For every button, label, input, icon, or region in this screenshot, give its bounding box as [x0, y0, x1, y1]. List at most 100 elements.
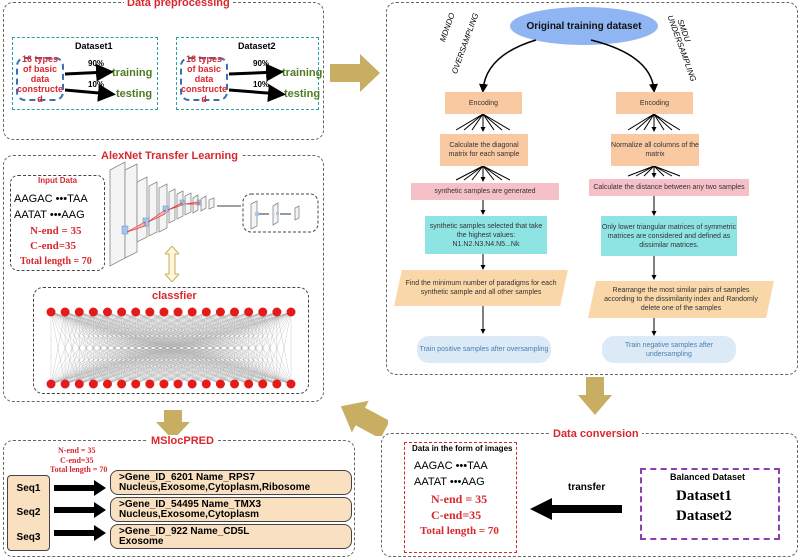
- neuron-node: [187, 307, 197, 317]
- seq-label-box: Seq1 Seq2 Seq3: [7, 475, 50, 551]
- dataset2-name: Dataset2: [238, 41, 276, 51]
- dataset1-testing: testing: [116, 88, 153, 100]
- left-selected-box: synthetic samples selected that take the…: [425, 216, 547, 254]
- transfer-label: transfer: [568, 482, 606, 493]
- original-dataset-label: Original training dataset: [526, 20, 642, 32]
- input-nend: N-end = 35: [30, 225, 82, 237]
- neuron-node: [74, 379, 84, 389]
- classifier-label: classfier: [152, 290, 197, 302]
- neuron-node: [201, 379, 211, 389]
- dataset1-pct-test: 10%: [88, 80, 105, 89]
- balanced-ds1: Dataset1: [676, 488, 732, 504]
- neuron-node: [102, 307, 112, 317]
- left-diag-box: Calculate the diagonal matrix for each s…: [440, 134, 528, 166]
- neuron-node: [60, 379, 70, 389]
- dataset2-training: training: [282, 67, 323, 79]
- balanced-title: Balanced Dataset: [670, 472, 746, 482]
- seq1-gene: >Gene_ID_6201 Name_RPS7: [119, 472, 255, 483]
- dataset1-training: training: [112, 67, 153, 79]
- classifier-network: [46, 307, 296, 389]
- neuron-node: [258, 307, 268, 317]
- seq2-gene: >Gene_ID_54495 Name_TMX3: [119, 499, 262, 510]
- flow-arrow-down-2: [578, 377, 612, 415]
- right-rearrange-box: Rearrange the most similar pairs of samp…: [588, 281, 774, 318]
- images-total: Total length = 70: [420, 525, 499, 537]
- sampling-panel: [386, 2, 798, 375]
- neuron-node: [117, 307, 127, 317]
- neuron-node: [272, 379, 282, 389]
- classifier-box: [33, 287, 309, 394]
- flow-arrow-down-1: [156, 410, 190, 440]
- seq3-locations: Exosome: [119, 536, 164, 547]
- neuron-node: [187, 379, 197, 389]
- seq-arrows: [54, 480, 106, 541]
- neuron-node: [117, 379, 127, 389]
- seq1-label: Seq1: [16, 482, 41, 494]
- transfer-arrow: [530, 498, 622, 520]
- right-distance-box: Calculate the distance between any two s…: [589, 179, 749, 196]
- seq3-gene: >Gene_ID_922 Name_CD5L: [119, 526, 250, 537]
- neuron-node: [46, 307, 56, 317]
- neuron-node: [215, 379, 225, 389]
- msloc-total: Total length = 70: [50, 465, 108, 474]
- dataset2-pct-train: 90%: [253, 59, 270, 68]
- neuron-node: [173, 307, 183, 317]
- neuron-node: [286, 307, 296, 317]
- input-total: Total length = 70: [20, 256, 92, 267]
- images-cend: C-end=35: [431, 508, 482, 522]
- left-paradigm-box: Find the minimum number of paradigms for…: [394, 270, 568, 306]
- msloc-nend: N-end = 35: [58, 446, 96, 455]
- bidirectional-arrow: [165, 246, 179, 282]
- neuron-node: [88, 379, 98, 389]
- sampling-curves: [455, 39, 681, 336]
- neuron-node: [201, 307, 211, 317]
- neuron-node: [46, 379, 56, 389]
- neuron-node: [173, 379, 183, 389]
- balanced-ds2: Dataset2: [676, 508, 732, 524]
- flow-arrow-right: [330, 54, 380, 92]
- neuron-node: [244, 307, 254, 317]
- input-data-box: [10, 175, 105, 271]
- input-seq1: AAGAC •••TAA: [14, 193, 88, 205]
- neuron-node: [258, 379, 268, 389]
- seq3-result: >Gene_ID_922 Name_CD5L Exosome: [110, 524, 352, 549]
- input-data-title: Input Data: [38, 176, 78, 185]
- left-synth-box: synthetic samples are generated: [411, 183, 559, 200]
- neuron-node: [88, 307, 98, 317]
- neuron-node: [159, 379, 169, 389]
- dataset2-desc: 18 types of basic data constructe d: [180, 54, 228, 104]
- dataset2-pct-test: 10%: [253, 80, 270, 89]
- neuron-node: [60, 307, 70, 317]
- original-dataset-ellipse: Original training dataset: [510, 7, 658, 45]
- neuron-node: [131, 379, 141, 389]
- data-preprocessing-title: Data preprocessing: [124, 0, 233, 9]
- cnn-layers-graphic: [109, 161, 319, 267]
- right-encoding-box: Encoding: [616, 92, 693, 114]
- seq1-locations: Nucleus,Exosome,Cytoplasm,Ribosome: [119, 482, 311, 493]
- input-cend: C-end=35: [30, 240, 76, 252]
- neuron-node: [215, 307, 225, 317]
- seq2-label: Seq2: [16, 507, 41, 519]
- dataset1-pct-train: 90%: [88, 59, 105, 68]
- images-box: [404, 442, 517, 553]
- dataset1-box: [12, 37, 158, 110]
- neuron-node: [286, 379, 296, 389]
- right-triangular-box: Only lower triangular matrices of symmet…: [601, 216, 737, 256]
- neuron-node: [272, 307, 282, 317]
- dataset2-testing: testing: [284, 88, 321, 100]
- neuron-node: [145, 379, 155, 389]
- neuron-node: [230, 379, 240, 389]
- data-conversion-title: Data conversion: [550, 428, 642, 440]
- right-rearrange-text: Rearrange the most similar pairs of samp…: [604, 287, 758, 312]
- seq1-result: >Gene_ID_6201 Name_RPS7 Nucleus,Exosome,…: [110, 470, 352, 495]
- flow-arrow-left: [340, 400, 388, 436]
- images-seq1: AAGAC •••TAA: [414, 460, 488, 472]
- balanced-box: [640, 468, 780, 540]
- seq3-label: Seq3: [16, 532, 41, 544]
- neuron-node: [131, 307, 141, 317]
- seq2-result: >Gene_ID_54495 Name_TMX3 Nucleus,Exosome…: [110, 497, 352, 522]
- images-title: Data in the form of images: [412, 444, 513, 453]
- input-seq2: AATAT •••AAG: [14, 209, 85, 221]
- neuron-node: [244, 379, 254, 389]
- right-train-box: Train negative samples after undersampli…: [602, 336, 736, 363]
